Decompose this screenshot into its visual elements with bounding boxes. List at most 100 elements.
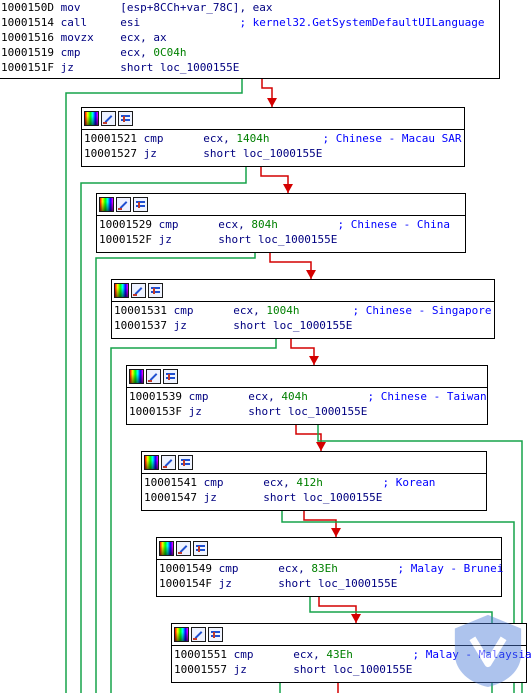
asm-address: 10001539: [129, 390, 189, 403]
edge-arrowhead-icon: [309, 356, 319, 365]
code-block-header: [112, 280, 494, 302]
asm-mnemonic: jz: [158, 233, 219, 246]
asm-mnemonic: cmp: [188, 390, 249, 403]
code-block-4[interactable]: 10001539 cmp ecx, 404h ; Chinese - Taiwa…: [126, 365, 488, 425]
asm-operand-value: 0C04h: [153, 46, 187, 59]
asm-operand[interactable]: ecx,: [233, 304, 267, 317]
asm-operand-value: 1404h: [236, 132, 270, 145]
edge-jump: [110, 339, 277, 693]
code-block-body: 10001551 cmp ecx, 43Eh ; Malay - Malaysi…: [172, 646, 531, 677]
asm-mnemonic: cmp: [218, 562, 279, 575]
asm-operand[interactable]: esi: [120, 16, 141, 29]
asm-operand[interactable]: ecx,: [278, 562, 312, 575]
asm-operand[interactable]: ecx,: [203, 132, 237, 145]
rename-icon[interactable]: [101, 111, 116, 126]
rename-icon[interactable]: [191, 627, 206, 642]
asm-operand[interactable]: [esp+8CCh+var_78C]: [120, 1, 240, 14]
graph-icon[interactable]: [208, 627, 223, 642]
asm-line[interactable]: 10001549 cmp ecx, 83Eh ; Malay - Brunei: [159, 561, 503, 576]
asm-line[interactable]: 1000153F jz short loc_1000155E: [129, 404, 485, 419]
rename-icon[interactable]: [146, 369, 161, 384]
asm-operand[interactable]: ecx, ax: [120, 31, 167, 44]
graph-icon[interactable]: [163, 369, 178, 384]
color-icon[interactable]: [174, 627, 189, 642]
code-block-7[interactable]: 10001551 cmp ecx, 43Eh ; Malay - Malaysi…: [171, 623, 531, 683]
asm-operand[interactable]: ecx,: [218, 218, 252, 231]
asm-comment: ; Malay - Malaysia: [412, 648, 531, 661]
asm-mnemonic: cmp: [173, 304, 234, 317]
color-icon[interactable]: [159, 541, 174, 556]
code-block-3[interactable]: 10001531 cmp ecx, 1004h ; Chinese - Sing…: [111, 279, 495, 339]
asm-line[interactable]: 10001516 movzx ecx, ax: [1, 30, 497, 45]
asm-line[interactable]: 10001547 jz short loc_1000155E: [144, 490, 484, 505]
asm-line[interactable]: 1000151F jz short loc_1000155E: [1, 60, 497, 75]
asm-operand[interactable]: short loc_1000155E: [248, 405, 368, 418]
color-icon[interactable]: [84, 111, 99, 126]
asm-address: 10001557: [174, 663, 234, 676]
rename-icon[interactable]: [131, 283, 146, 298]
code-block-header: [97, 194, 465, 216]
asm-line[interactable]: 10001527 jz short loc_1000155E: [84, 146, 462, 161]
asm-address: 10001531: [114, 304, 174, 317]
asm-mnemonic: cmp: [60, 46, 121, 59]
rename-icon[interactable]: [116, 197, 131, 212]
asm-operand[interactable]: ecx,: [120, 46, 154, 59]
edge-arrowhead-icon: [331, 528, 341, 537]
edge-arrowhead-icon: [306, 270, 316, 279]
asm-line[interactable]: 10001519 cmp ecx, 0C04h: [1, 45, 497, 60]
asm-line[interactable]: 10001539 cmp ecx, 404h ; Chinese - Taiwa…: [129, 389, 487, 404]
asm-line[interactable]: 10001541 cmp ecx, 412h ; Korean: [144, 475, 484, 490]
asm-operand[interactable]: ecx,: [263, 476, 297, 489]
color-icon[interactable]: [114, 283, 129, 298]
color-icon[interactable]: [144, 455, 159, 470]
asm-line[interactable]: 10001551 cmp ecx, 43Eh ; Malay - Malaysi…: [174, 647, 531, 662]
graph-icon[interactable]: [148, 283, 163, 298]
asm-address: 10001547: [144, 491, 204, 504]
edge-jump: [95, 253, 256, 693]
edge-jump: [65, 79, 243, 693]
asm-operand[interactable]: ecx,: [248, 390, 282, 403]
edge-arrowhead-icon: [283, 184, 293, 193]
asm-operand[interactable]: short loc_1000155E: [293, 663, 413, 676]
asm-mnemonic: jz: [203, 491, 264, 504]
asm-line[interactable]: 10001529 cmp ecx, 804h ; Chinese - China: [99, 217, 463, 232]
asm-line[interactable]: 10001531 cmp ecx, 1004h ; Chinese - Sing…: [114, 303, 492, 318]
asm-mnemonic: cmp: [143, 132, 204, 145]
asm-line[interactable]: 1000154F jz short loc_1000155E: [159, 576, 499, 591]
asm-operand[interactable]: short loc_1000155E: [233, 319, 353, 332]
code-block-1[interactable]: 10001521 cmp ecx, 1404h ; Chinese - Maca…: [81, 107, 465, 167]
asm-line[interactable]: 1000150D mov [esp+8CCh+var_78C], eax: [1, 0, 497, 15]
asm-mnemonic: call: [60, 16, 121, 29]
color-icon[interactable]: [129, 369, 144, 384]
asm-address: 1000151F: [1, 61, 61, 74]
asm-operand[interactable]: short loc_1000155E: [203, 147, 323, 160]
asm-operand[interactable]: short loc_1000155E: [218, 233, 338, 246]
asm-line[interactable]: 10001537 jz short loc_1000155E: [114, 318, 492, 333]
asm-line[interactable]: 1000152F jz short loc_1000155E: [99, 232, 463, 247]
asm-operand[interactable]: short loc_1000155E: [120, 61, 240, 74]
asm-address: 10001519: [1, 46, 61, 59]
graph-icon[interactable]: [193, 541, 208, 556]
edge-jump: [80, 167, 247, 693]
graph-icon[interactable]: [178, 455, 193, 470]
asm-operand[interactable]: short loc_1000155E: [263, 491, 383, 504]
asm-line[interactable]: 10001521 cmp ecx, 1404h ; Chinese - Maca…: [84, 131, 462, 146]
asm-operand[interactable]: ecx,: [293, 648, 327, 661]
asm-mnemonic: jz: [60, 61, 121, 74]
asm-operand[interactable]: short loc_1000155E: [278, 577, 398, 590]
asm-line[interactable]: 10001514 call esi ; kernel32.GetSystemDe…: [1, 15, 497, 30]
code-block-body: 10001539 cmp ecx, 404h ; Chinese - Taiwa…: [127, 388, 487, 419]
color-icon[interactable]: [99, 197, 114, 212]
graph-icon[interactable]: [133, 197, 148, 212]
code-block-body: 10001521 cmp ecx, 1404h ; Chinese - Maca…: [82, 130, 464, 161]
rename-icon[interactable]: [161, 455, 176, 470]
asm-address: 1000152F: [99, 233, 159, 246]
code-block-2[interactable]: 10001529 cmp ecx, 804h ; Chinese - China…: [96, 193, 466, 253]
graph-icon[interactable]: [118, 111, 133, 126]
asm-line[interactable]: 10001557 jz short loc_1000155E: [174, 662, 524, 677]
rename-icon[interactable]: [176, 541, 191, 556]
